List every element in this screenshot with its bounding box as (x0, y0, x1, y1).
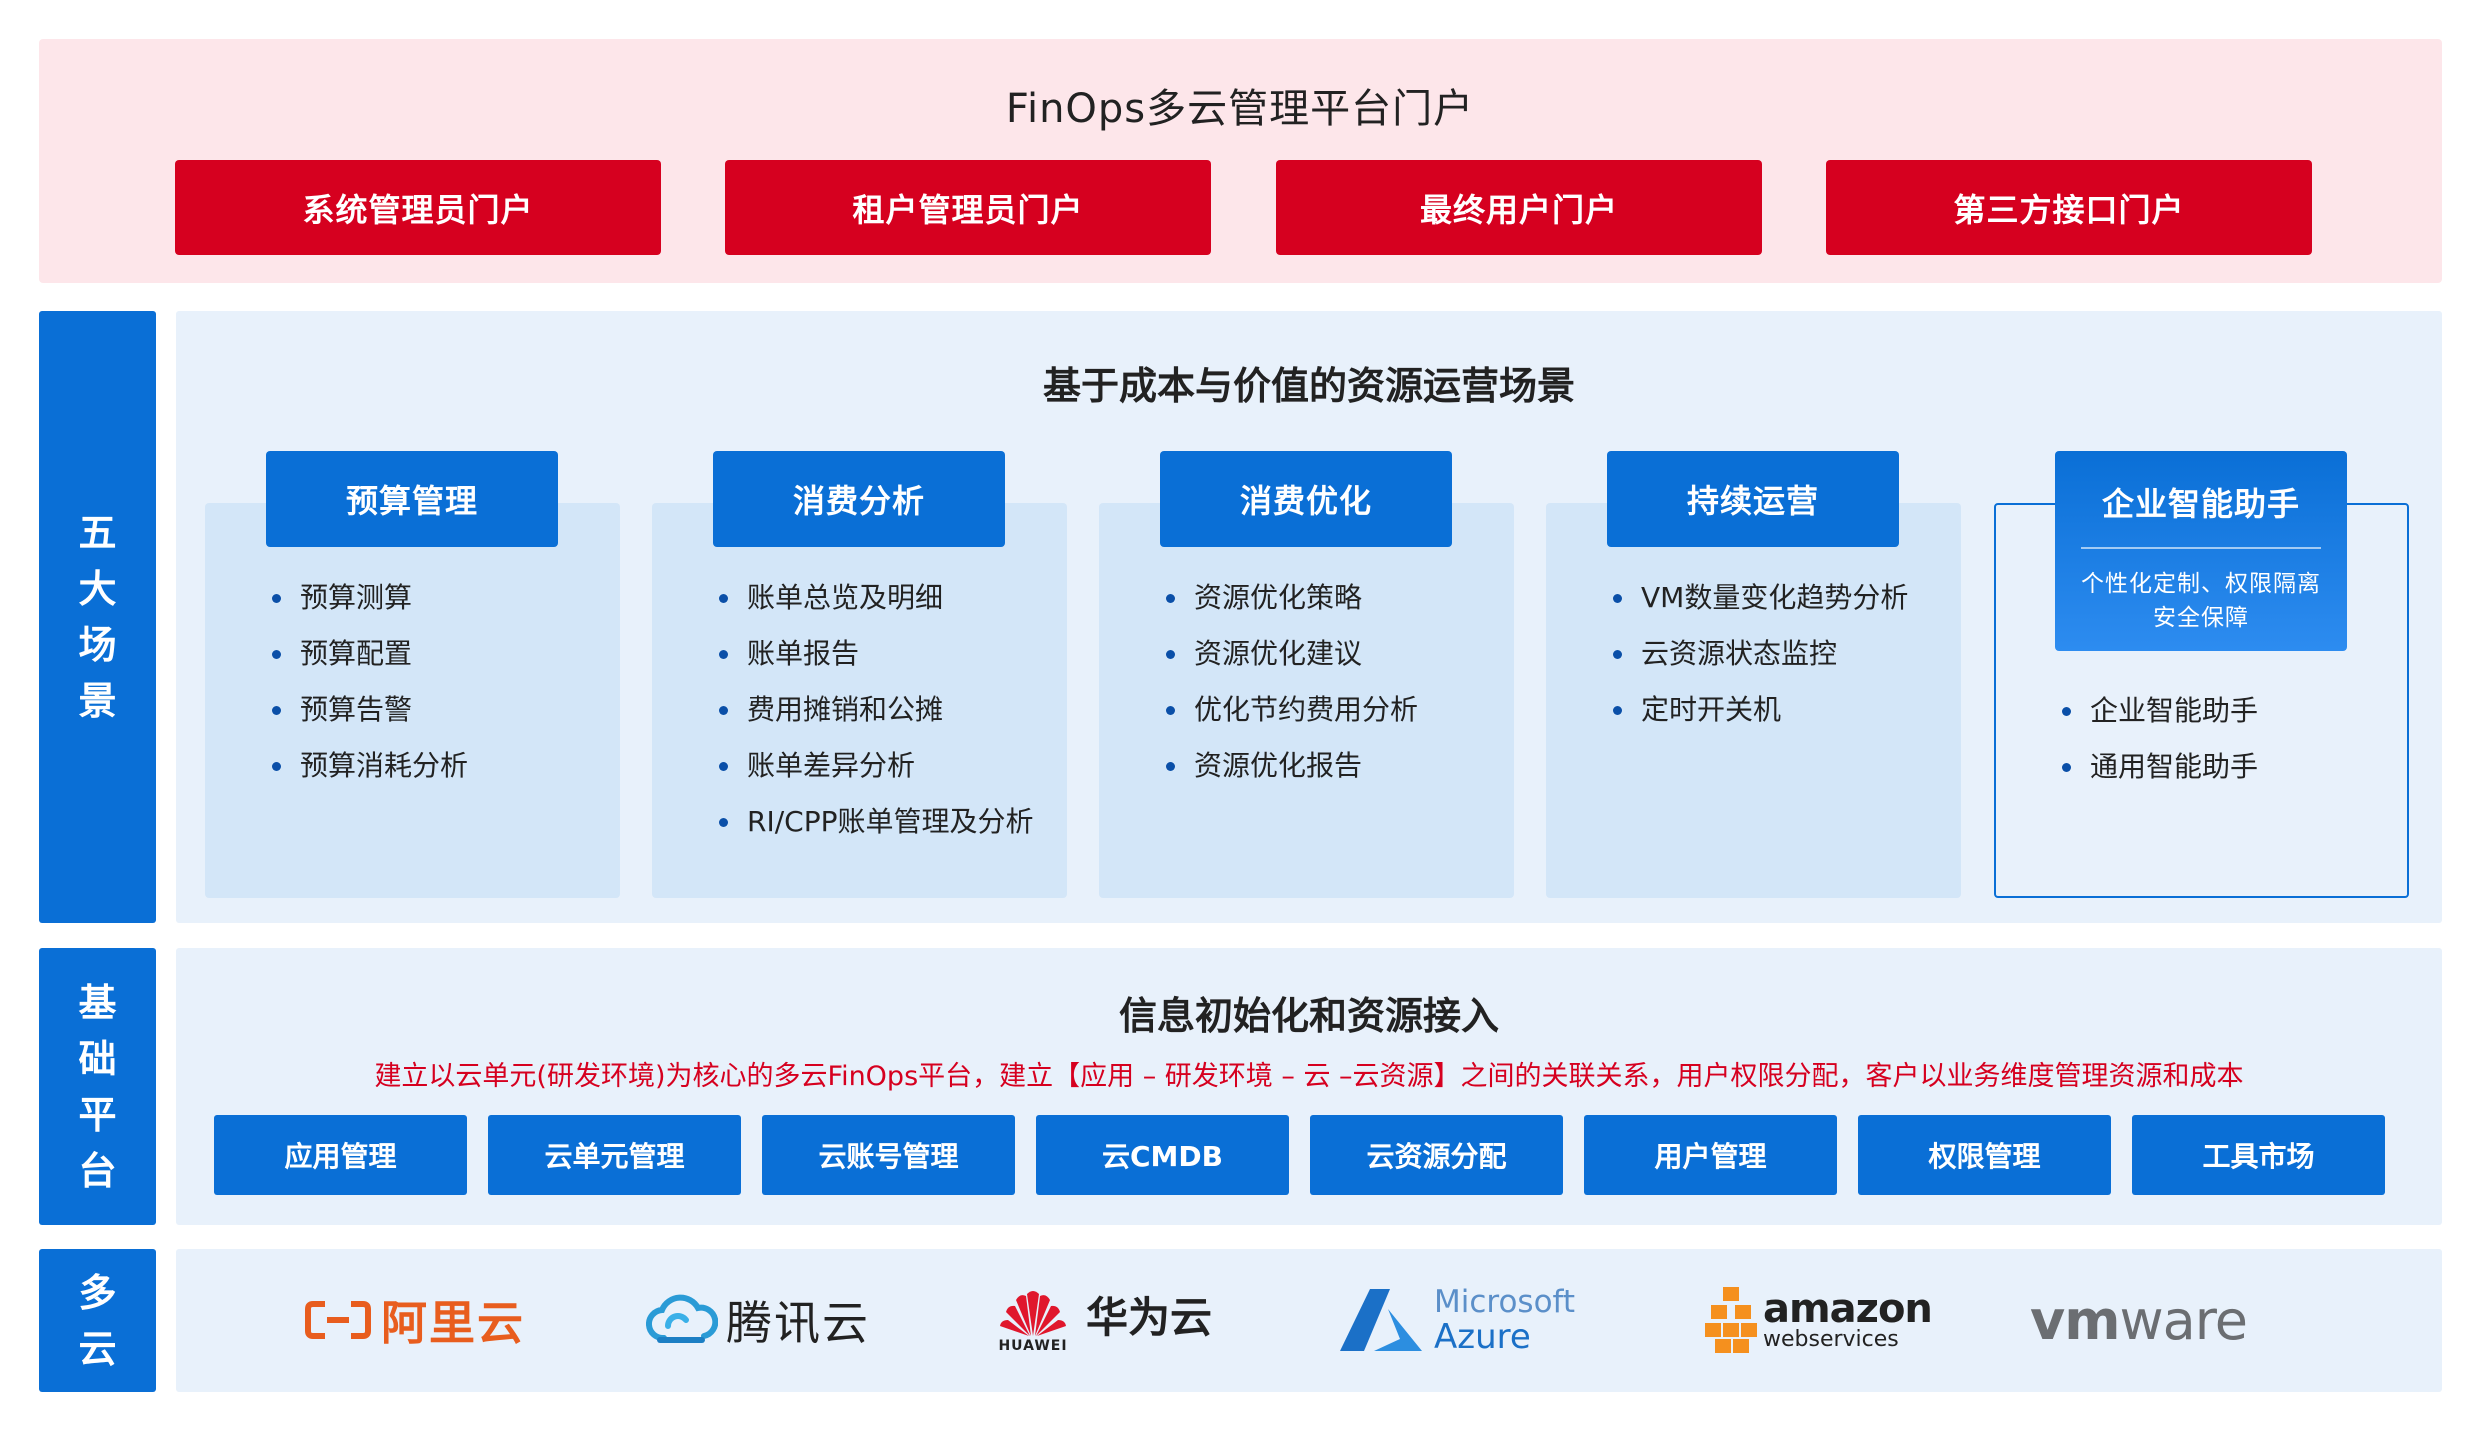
scenario-head-assistant-subtitle-1: 个性化定制、权限隔离 (2081, 571, 2321, 597)
scenario-title: 基于成本与价值的资源运营场景 (1042, 364, 1575, 408)
base-button-cloud-resource-allocation[interactable]: 云资源分配 (1310, 1115, 1563, 1195)
base-button-cloud-unit-management[interactable]: 云单元管理 (488, 1115, 741, 1195)
side-label-char: 平 (78, 1092, 117, 1137)
list-item: 资源优化建议 (1166, 626, 1418, 682)
list-item: 预算测算 (272, 570, 468, 626)
scenario-head-budget[interactable]: 预算管理 (266, 451, 558, 547)
huawei-small-text: HUAWEI (998, 1338, 1068, 1354)
scenario-list-consumption: 账单总览及明细 账单报告 费用摊销和公摊 账单差异分析 RI/CPP账单管理及分… (719, 570, 1033, 850)
huawei-petals-icon (1000, 1291, 1066, 1336)
side-label-scenarios: 五 大 场 景 (39, 311, 156, 923)
tencent-cloud-logo: 腾讯云 (646, 1270, 870, 1370)
tencent-cloud-icon (646, 1294, 718, 1343)
base-button-cloud-cmdb[interactable]: 云CMDB (1036, 1115, 1289, 1195)
aliyun-logo: 阿里云 (305, 1270, 525, 1370)
side-label-char: 五 (78, 511, 117, 555)
base-button-user-management[interactable]: 用户管理 (1584, 1115, 1837, 1195)
list-item: 账单总览及明细 (719, 570, 1033, 626)
portal-button-tenant-admin[interactable]: 租户管理员门户 (725, 160, 1211, 255)
scenario-list-optimization: 资源优化策略 资源优化建议 优化节约费用分析 资源优化报告 (1166, 570, 1418, 794)
list-item: 云资源状态监控 (1613, 626, 1908, 682)
list-item: VM数量变化趋势分析 (1613, 570, 1908, 626)
list-item: 优化节约费用分析 (1166, 682, 1418, 738)
list-item: 预算消耗分析 (272, 738, 468, 794)
scenario-list-budget: 预算测算 预算配置 预算告警 预算消耗分析 (272, 570, 468, 794)
azure-text: Microsoft Azure (1434, 1285, 1575, 1355)
scenario-card-budget (205, 503, 620, 898)
base-description: 建立以云单元(研发环境)为核心的多云FinOps平台，建立【应用 – 研发环境 … (374, 1061, 2244, 1092)
list-item: 费用摊销和公摊 (719, 682, 1033, 738)
base-button-cloud-account-management[interactable]: 云账号管理 (762, 1115, 1015, 1195)
side-label-char: 景 (78, 679, 117, 723)
list-item: 企业智能助手 (2062, 683, 2258, 739)
scenario-card-operations (1546, 503, 1961, 898)
huawei-cloud-logo: HUAWEI 华为云 (998, 1270, 1212, 1370)
scenario-list-assistant: 企业智能助手 通用智能助手 (2062, 683, 2258, 795)
azure-icon (1340, 1289, 1422, 1351)
scenario-head-optimization[interactable]: 消费优化 (1160, 451, 1452, 547)
huawei-cloud-name: 华为云 (1086, 1292, 1213, 1342)
scenario-head-consumption[interactable]: 消费分析 (713, 451, 1005, 547)
vmware-part1: vm (2030, 1288, 2120, 1352)
side-label-char: 台 (78, 1148, 117, 1193)
scenario-card-optimization (1099, 503, 1514, 898)
list-item: 定时开关机 (1613, 682, 1908, 738)
list-item: 预算告警 (272, 682, 468, 738)
list-item: 资源优化报告 (1166, 738, 1418, 794)
azure-logo: Microsoft Azure (1338, 1270, 1575, 1370)
aliyun-name: 阿里云 (381, 1296, 525, 1350)
side-label-char: 多 (78, 1270, 117, 1315)
aliyun-mark-icon (305, 1301, 371, 1339)
list-item: 账单差异分析 (719, 738, 1033, 794)
vmware-wordmark: vmware (2030, 1288, 2248, 1352)
vmware-part2: ware (2119, 1288, 2247, 1352)
cloud-band (176, 1249, 2442, 1392)
side-label-char: 大 (78, 567, 117, 611)
side-label-char: 云 (78, 1326, 117, 1371)
azure-line2: Azure (1434, 1317, 1531, 1357)
aws-line1: amazon (1763, 1286, 1933, 1332)
side-label-char: 基 (78, 980, 117, 1025)
list-item: RI/CPP账单管理及分析 (719, 794, 1033, 850)
list-item: 资源优化策略 (1166, 570, 1418, 626)
base-button-permission-management[interactable]: 权限管理 (1858, 1115, 2111, 1195)
aws-text: amazon webservices (1763, 1286, 1933, 1352)
list-item: 通用智能助手 (2062, 739, 2258, 795)
side-label-cloud: 多 云 (39, 1249, 156, 1392)
base-button-tool-market[interactable]: 工具市场 (2132, 1115, 2385, 1195)
side-label-char: 场 (78, 623, 117, 667)
list-item: 预算配置 (272, 626, 468, 682)
aws-logo: amazon webservices (1703, 1270, 1933, 1370)
list-item: 账单报告 (719, 626, 1033, 682)
portal-title: FinOps多云管理平台门户 (1005, 86, 1475, 132)
tencent-cloud-name: 腾讯云 (726, 1296, 870, 1350)
portal-button-sysadmin[interactable]: 系统管理员门户 (175, 160, 661, 255)
portal-button-third-party[interactable]: 第三方接口门户 (1826, 160, 2312, 255)
scenario-list-operations: VM数量变化趋势分析 云资源状态监控 定时开关机 (1613, 570, 1908, 738)
scenario-head-assistant-subtitle-2: 安全保障 (2153, 605, 2249, 631)
scenario-head-assistant-title: 企业智能助手 (2101, 485, 2300, 523)
scenario-head-assistant[interactable]: 企业智能助手 个性化定制、权限隔离 安全保障 (2055, 451, 2347, 651)
divider (2081, 547, 2321, 549)
side-label-char: 础 (78, 1036, 117, 1081)
side-label-base: 基 础 平 台 (39, 948, 156, 1225)
azure-line1: Microsoft (1434, 1284, 1576, 1320)
aws-line2: webservices (1763, 1327, 1899, 1352)
portal-button-end-user[interactable]: 最终用户门户 (1276, 160, 1762, 255)
vmware-logo: vmware (2030, 1270, 2248, 1370)
huawei-mark: HUAWEI (998, 1286, 1068, 1354)
scenario-card-consumption (652, 503, 1067, 898)
base-title: 信息初始化和资源接入 (1118, 994, 1499, 1038)
aws-cubes-icon (1705, 1287, 1757, 1353)
scenario-head-operations[interactable]: 持续运营 (1607, 451, 1899, 547)
base-button-app-management[interactable]: 应用管理 (214, 1115, 467, 1195)
